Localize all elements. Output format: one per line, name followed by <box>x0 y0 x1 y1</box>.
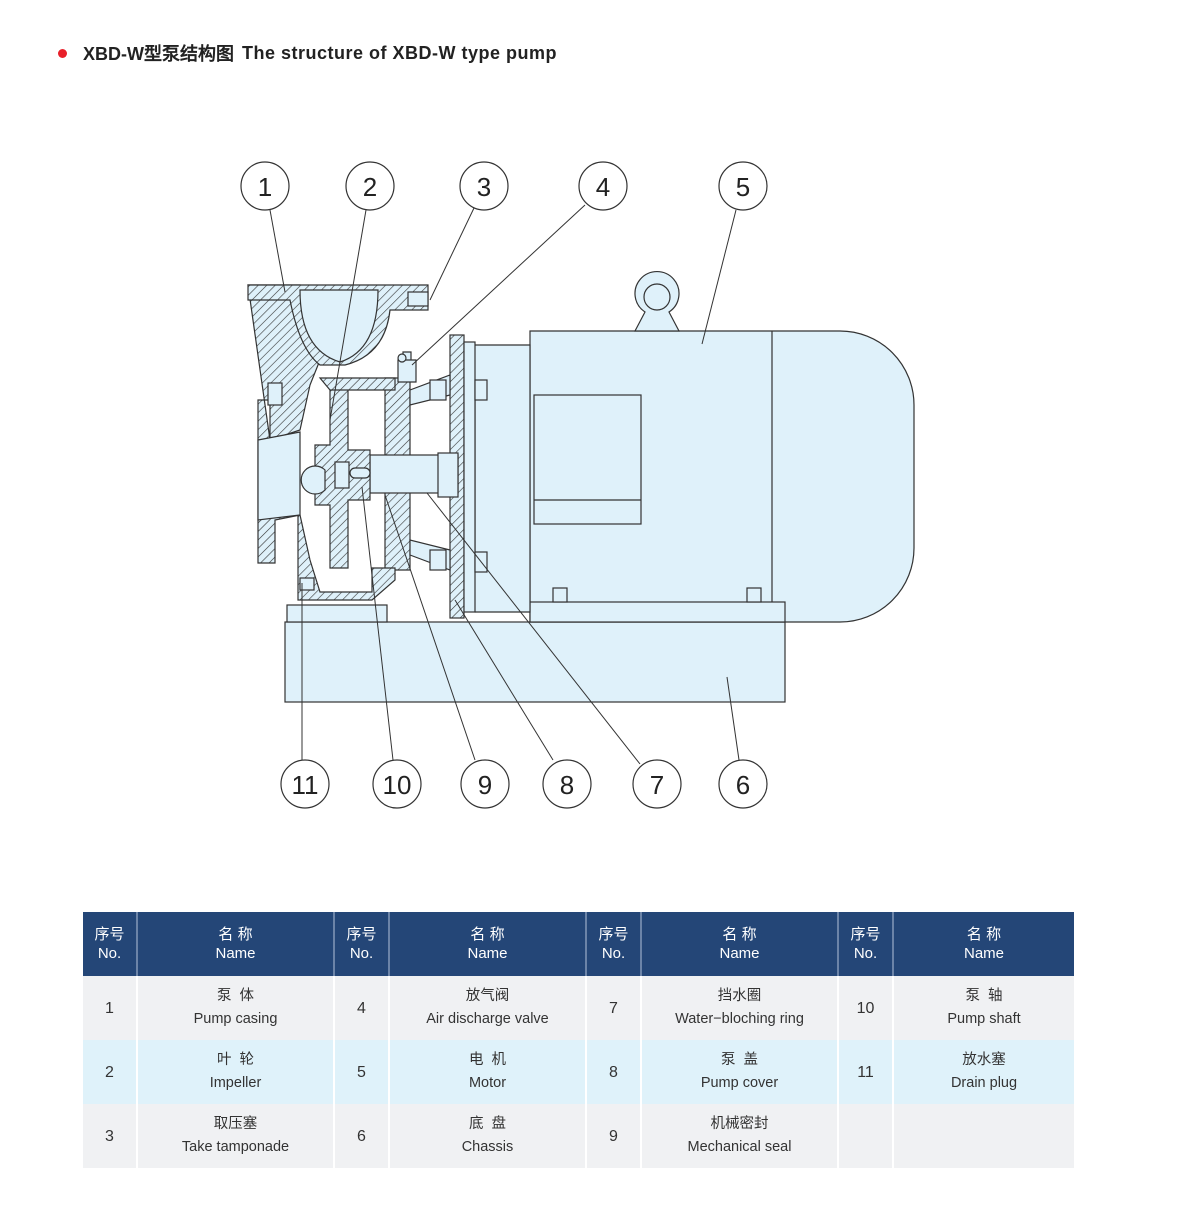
part-number: 2 <box>83 1040 137 1104</box>
pump-structure-diagram: 1 2 3 4 5 11 10 9 8 7 6 <box>240 161 915 809</box>
svg-text:10: 10 <box>383 770 412 800</box>
callout-3: 3 <box>459 161 509 211</box>
callout-7: 7 <box>632 759 682 809</box>
svg-text:3: 3 <box>477 172 491 202</box>
part-number: 9 <box>585 1104 641 1168</box>
section-title: XBD-W型泵结构图 The structure of XBD-W type p… <box>58 40 557 66</box>
svg-text:11: 11 <box>292 770 319 800</box>
callout-8: 8 <box>542 759 592 809</box>
callouts-bottom: 11 10 9 8 7 6 <box>280 759 768 809</box>
pedestal <box>286 604 388 623</box>
terminal-box <box>533 394 642 525</box>
callout-2: 2 <box>345 161 395 211</box>
callouts-top: 1 2 3 4 5 <box>240 161 768 211</box>
callout-10: 10 <box>372 759 422 809</box>
part-number: 6 <box>333 1104 389 1168</box>
part-name <box>892 1104 1074 1168</box>
svg-text:6: 6 <box>736 770 750 800</box>
part-number: 10 <box>837 976 893 1040</box>
callout-11: 11 <box>280 759 330 809</box>
svg-text:4: 4 <box>596 172 610 202</box>
part-number: 1 <box>83 976 137 1040</box>
part-number: 11 <box>837 1040 893 1104</box>
part-number: 3 <box>83 1104 137 1168</box>
svg-text:7: 7 <box>650 770 664 800</box>
motor-foot <box>529 601 786 623</box>
svg-text:8: 8 <box>560 770 574 800</box>
callout-6: 6 <box>718 759 768 809</box>
part-number: 4 <box>333 976 389 1040</box>
part-number: 5 <box>333 1040 389 1104</box>
part-number: 8 <box>585 1040 641 1104</box>
svg-text:1: 1 <box>258 172 272 202</box>
svg-text:2: 2 <box>363 172 377 202</box>
callout-5: 5 <box>718 161 768 211</box>
callout-9: 9 <box>460 759 510 809</box>
svg-text:9: 9 <box>478 770 492 800</box>
title-en: The structure of XBD-W type pump <box>242 42 558 63</box>
part-number <box>837 1104 893 1168</box>
callout-4: 4 <box>578 161 628 211</box>
title-cn: XBD-W型泵结构图 <box>83 44 234 64</box>
bullet-icon <box>58 48 67 58</box>
chassis <box>284 621 786 703</box>
svg-text:5: 5 <box>736 172 750 202</box>
callout-1: 1 <box>240 161 290 211</box>
part-number: 7 <box>585 976 641 1040</box>
